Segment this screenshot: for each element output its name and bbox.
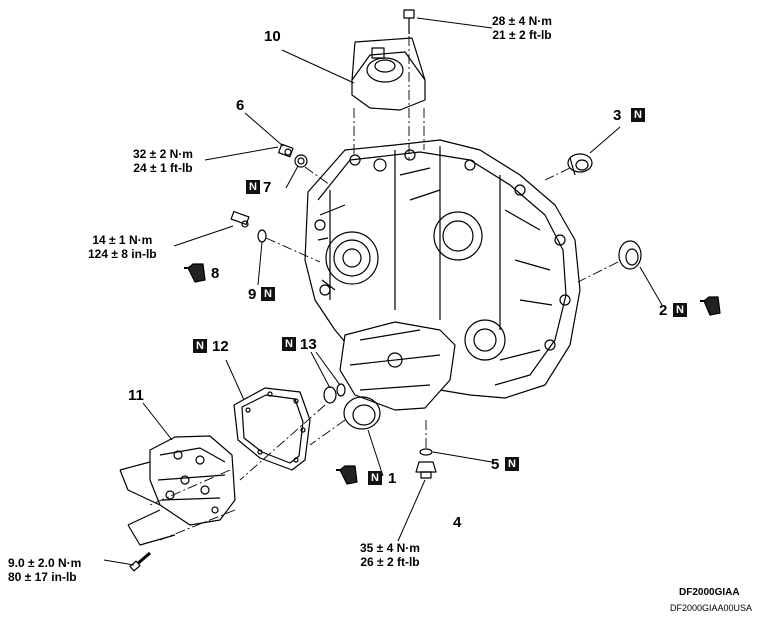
cover-assembly-10 — [351, 37, 426, 111]
label-1: 1 — [388, 470, 397, 487]
torque-ft: 24 ± 1 ft-lb — [133, 161, 193, 175]
sensor-8 — [230, 210, 250, 228]
torque-nm: 9.0 ± 2.0 N·m — [8, 556, 82, 570]
oil-seal-1 — [343, 396, 381, 430]
new-part-badge-icon: N — [193, 339, 207, 353]
end-housing-11 — [119, 435, 236, 546]
label-12: 12 — [212, 338, 229, 355]
figure-subcode: DF2000GIAA00USA — [670, 603, 753, 613]
leader-lines — [103, 17, 663, 566]
washer-5 — [419, 448, 433, 456]
label-8: 8 — [211, 265, 220, 282]
torque-spec-8: 14 ± 1 N·m 124 ± 8 in-lb — [88, 233, 157, 261]
torque-spec-11: 9.0 ± 2.0 N·m 80 ± 17 in-lb — [8, 556, 81, 584]
transaxle-case — [304, 139, 581, 411]
label-13: 13 — [300, 336, 317, 353]
torque-ft: 21 ± 2 ft-lb — [492, 28, 552, 42]
oring-9 — [257, 229, 267, 243]
case-bore-center — [433, 211, 483, 261]
case-bore-left — [325, 231, 379, 285]
torque-nm: 14 ± 1 N·m — [92, 233, 153, 247]
label-7: 7 — [263, 179, 272, 196]
ring-13 — [323, 383, 346, 404]
sealant-tube-icon — [700, 296, 721, 316]
new-part-badge-icon: N — [505, 457, 519, 471]
torque-ft: 26 ± 2 ft-lb — [360, 555, 420, 569]
plug-6 — [278, 143, 294, 158]
label-11: 11 — [128, 387, 144, 404]
alignment-lines — [149, 36, 619, 541]
label-9: 9 — [248, 286, 257, 303]
sealant-tube-icon — [184, 263, 206, 283]
oil-seal-3 — [567, 153, 593, 176]
label-2: 2 — [659, 302, 668, 319]
label-3: 3 — [613, 107, 622, 124]
new-part-badge-icon: N — [246, 180, 260, 194]
new-part-badge-icon: N — [261, 287, 275, 301]
new-part-badge-icon: N — [631, 108, 645, 122]
new-part-badge-icon: N — [673, 303, 687, 317]
sealant-tube-icon — [336, 465, 358, 485]
case-bore-lower — [464, 319, 506, 361]
torque-nm: 35 ± 4 N·m — [360, 541, 420, 555]
gasket-12 — [233, 387, 311, 471]
drain-plug-4 — [415, 461, 437, 479]
new-part-badge-icon: N — [368, 471, 382, 485]
new-part-badge-icon: N — [282, 337, 296, 351]
cover-bolt — [403, 9, 415, 34]
oil-seal-2 — [618, 240, 642, 270]
torque-spec-10: 28 ± 4 N·m 21 ± 2 ft-lb — [492, 14, 552, 42]
label-4: 4 — [453, 514, 462, 531]
torque-spec-6: 32 ± 2 N·m 24 ± 1 ft-lb — [133, 147, 193, 175]
gasket-7 — [294, 154, 308, 168]
label-6: 6 — [236, 97, 245, 114]
torque-in: 124 ± 8 in-lb — [88, 247, 157, 261]
label-5: 5 — [491, 456, 500, 473]
figure-code: DF2000GIAA — [679, 587, 740, 598]
torque-spec-4: 35 ± 4 N·m 26 ± 2 ft-lb — [360, 541, 420, 569]
torque-nm: 32 ± 2 N·m — [133, 147, 193, 161]
label-10: 10 — [264, 28, 281, 45]
torque-in: 80 ± 17 in-lb — [8, 570, 77, 584]
torque-nm: 28 ± 4 N·m — [492, 14, 552, 28]
housing-bolt — [129, 551, 151, 572]
